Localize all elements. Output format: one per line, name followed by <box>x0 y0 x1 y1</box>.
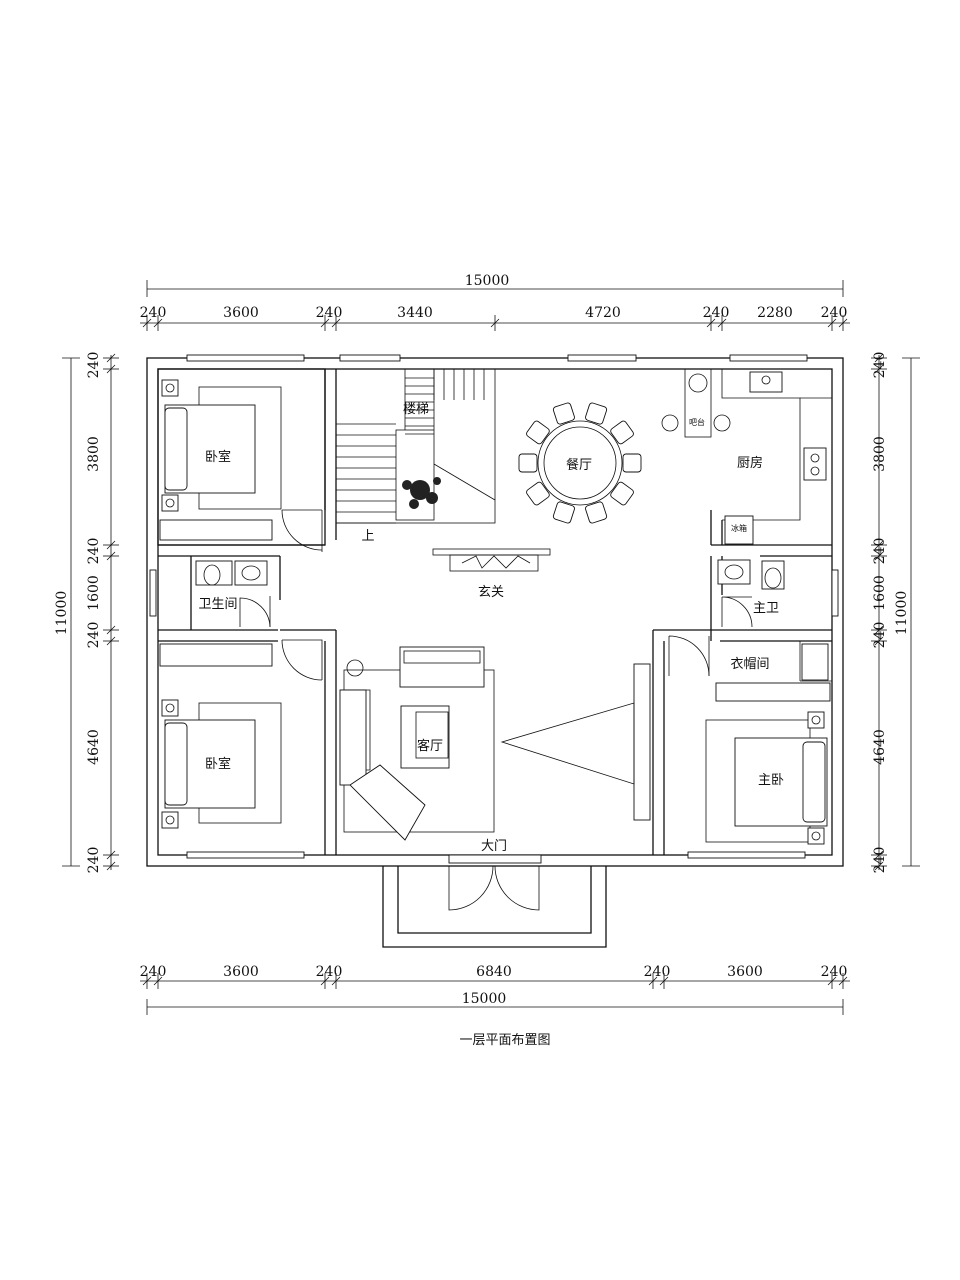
dimension-lines <box>62 280 920 1015</box>
entrance-porch <box>382 854 607 948</box>
room-label-bedroom-top: 卧室 <box>205 449 231 465</box>
dim-left-total: 11000 <box>54 591 70 636</box>
dim-bottom-7: 240 <box>821 964 848 980</box>
kitchen-counter <box>661 368 832 545</box>
dim-left-3: 240 <box>86 538 102 565</box>
bed-bottom-left <box>159 643 282 829</box>
staircase <box>335 368 496 524</box>
room-label-stairs: 楼梯 <box>403 402 429 417</box>
dim-top-total: 15000 <box>465 273 510 289</box>
dining-table <box>518 402 642 524</box>
dim-top-1: 240 <box>140 305 167 321</box>
dim-right-1: 240 <box>872 352 888 379</box>
room-label-fridge: 冰箱 <box>731 523 747 533</box>
foyer-cabinet <box>432 548 551 572</box>
dim-top-6: 240 <box>703 305 730 321</box>
dim-bottom-3: 240 <box>316 964 343 980</box>
living-room-furniture <box>339 646 635 841</box>
dim-left-7: 240 <box>86 847 102 874</box>
dim-bottom-1: 240 <box>140 964 167 980</box>
dim-right-5: 240 <box>872 622 888 649</box>
dim-bottom-6: 3600 <box>727 964 763 980</box>
dim-right-total: 11000 <box>894 591 910 636</box>
doors <box>239 509 753 911</box>
dim-right-3: 240 <box>872 538 888 565</box>
bed-top-left <box>159 379 282 541</box>
dim-right-7: 240 <box>872 847 888 874</box>
dim-bottom-5: 240 <box>644 964 671 980</box>
master-bed <box>705 711 828 845</box>
dim-top-4: 3440 <box>397 305 433 321</box>
room-label-living: 客厅 <box>417 738 443 754</box>
room-label-bedroom-bottom: 卧室 <box>205 756 231 772</box>
master-bath-fixtures <box>717 559 785 590</box>
room-label-dining: 餐厅 <box>566 457 592 473</box>
dim-right-4: 1600 <box>872 575 888 611</box>
bathroom-fixtures <box>195 560 268 586</box>
dim-right-2: 3800 <box>872 436 888 472</box>
wardrobe-rack <box>715 643 831 702</box>
plant-decoration <box>402 477 441 509</box>
dim-left-1: 240 <box>86 352 102 379</box>
room-label-kitchen: 厨房 <box>737 455 763 471</box>
dim-left-4: 1600 <box>86 575 102 611</box>
dim-right-6: 4640 <box>872 729 888 765</box>
windows <box>149 354 839 859</box>
dim-left-5: 240 <box>86 622 102 649</box>
dim-bottom-4: 6840 <box>476 964 512 980</box>
room-label-master-bedroom: 主卧 <box>758 773 784 788</box>
dim-top-8: 240 <box>821 305 848 321</box>
dim-bottom-total: 15000 <box>462 991 507 1007</box>
dim-top-5: 4720 <box>585 305 621 321</box>
room-label-foyer: 玄关 <box>478 585 504 600</box>
dim-bottom-2: 3600 <box>223 964 259 980</box>
dim-top-3: 240 <box>316 305 343 321</box>
room-label-up: 上 <box>361 529 374 544</box>
room-label-bathroom: 卫生间 <box>198 597 237 612</box>
dim-top-7: 2280 <box>757 305 793 321</box>
room-label-wardrobe: 衣帽间 <box>730 656 769 672</box>
dim-left-2: 3800 <box>86 436 102 472</box>
dim-left-6: 4640 <box>86 729 102 765</box>
dim-top-2: 3600 <box>223 305 259 321</box>
room-label-main-door: 大门 <box>481 839 507 854</box>
room-label-master-bath: 主卫 <box>753 601 779 616</box>
plan-title: 一层平面布置图 <box>459 1033 550 1048</box>
room-label-bar: 吧台 <box>689 417 705 427</box>
